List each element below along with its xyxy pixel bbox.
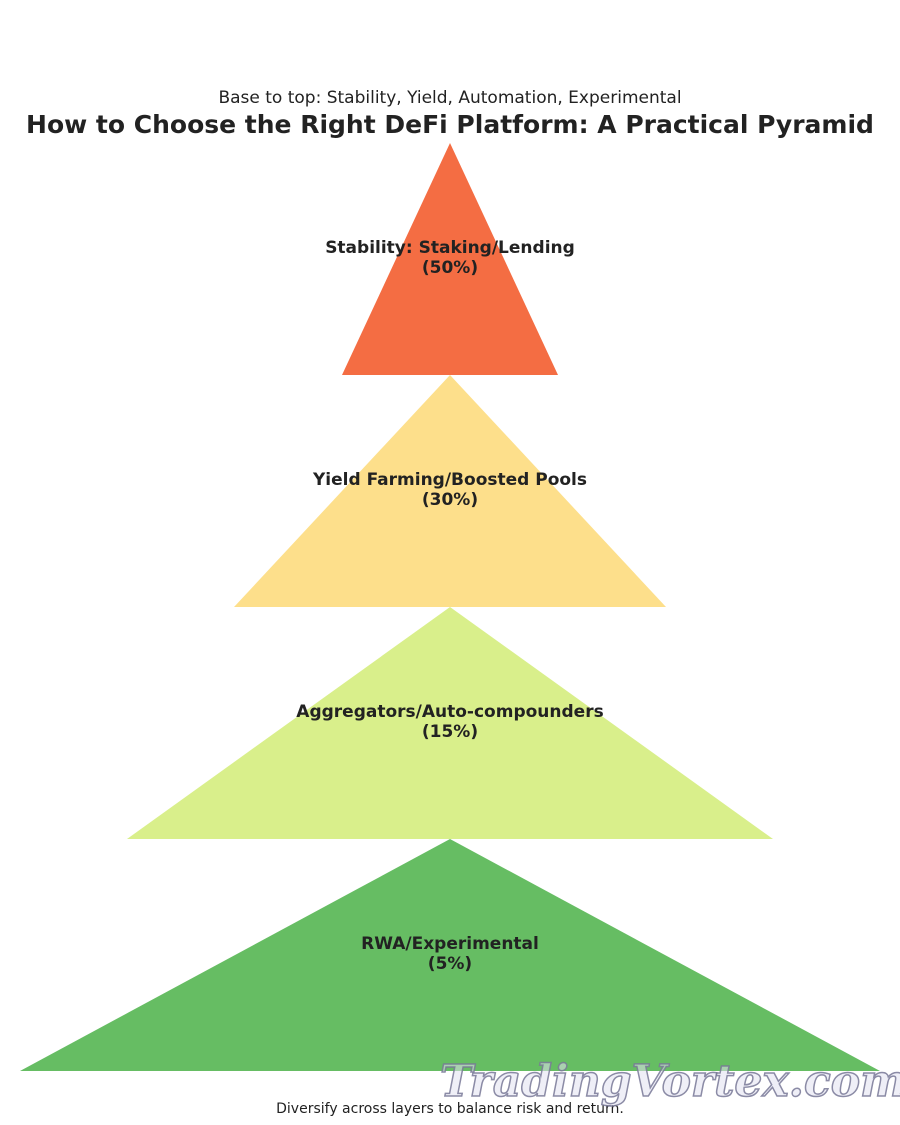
layer-triangle-stability — [342, 143, 558, 375]
layer-triangle-yield — [234, 375, 666, 607]
chart-subtitle: Base to top: Stability, Yield, Automatio… — [218, 88, 682, 108]
layer-percent: (30%) — [421, 490, 479, 510]
layer-triangle-experimental — [20, 839, 880, 1071]
layer-name: Aggregators/Auto-compounders — [296, 702, 604, 722]
layer-label-automation: Aggregators/Auto-compounders (15%) — [150, 702, 750, 742]
layer-percent: (15%) — [421, 722, 479, 742]
layer-label-experimental: RWA/Experimental (5%) — [150, 934, 750, 974]
watermark-logo: TradingVortex.com — [439, 1055, 900, 1108]
layer-name: Yield Farming/Boosted Pools — [312, 470, 588, 490]
layer-name: RWA/Experimental — [361, 934, 539, 954]
chart-title: How to Choose the Right DeFi Platform: A… — [26, 110, 874, 139]
layer-label-stability: Stability: Staking/Lending (50%) — [150, 238, 750, 278]
layer-triangle-automation — [127, 607, 773, 839]
layer-percent: (50%) — [421, 258, 479, 278]
layer-name: Stability: Staking/Lending — [325, 238, 575, 258]
layer-percent: (5%) — [427, 954, 473, 974]
layer-label-yield: Yield Farming/Boosted Pools (30%) — [150, 470, 750, 510]
footnote: Diversify across layers to balance risk … — [276, 1101, 624, 1117]
